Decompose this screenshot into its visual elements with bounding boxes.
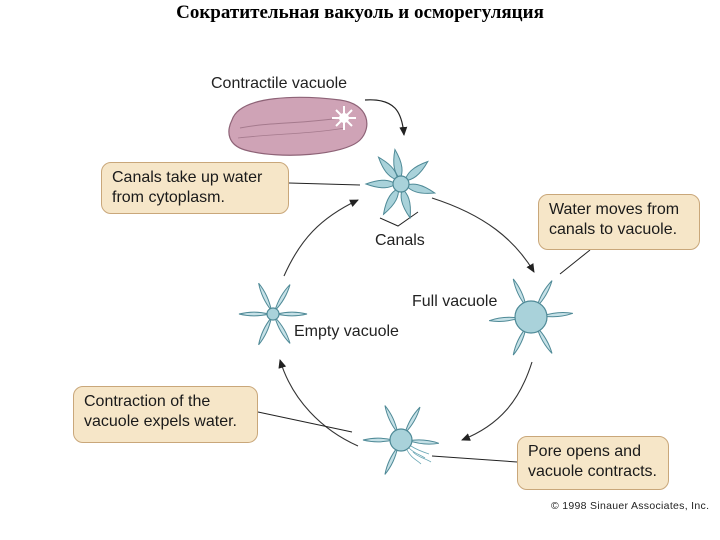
copyright-notice: © 1998 Sinauer Associates, Inc. <box>551 500 710 512</box>
page-title: Сократительная вакуоль и осморегуляция <box>176 2 544 23</box>
paramecium-organism <box>228 96 368 156</box>
label-contractile-vacuole: Contractile vacuole <box>211 75 348 92</box>
canals-pointer <box>379 211 419 227</box>
pointer-contraction <box>257 411 353 433</box>
label-full-vacuole: Full vacuole <box>412 293 498 310</box>
callout-pore-opens: Pore opens and vacuole contracts. <box>517 436 669 490</box>
callout-water-moves: Water moves from canals to vacuole. <box>538 194 700 250</box>
cycle-arrow-top-left <box>283 199 359 277</box>
label-empty-vacuole: Empty vacuole <box>294 323 399 340</box>
pointer-canals <box>288 182 361 186</box>
vacuole-empty <box>238 281 308 347</box>
callout-canals-take-up-water: Canals take up water from cytoplasm. <box>101 162 289 214</box>
organism-vacuole-star-icon <box>332 106 356 130</box>
pointer-arrow <box>364 99 408 136</box>
pointer-pore <box>431 455 518 463</box>
expelled-water-icon <box>406 445 432 465</box>
pointer-water <box>559 249 591 275</box>
cycle-arrow-bottom-right <box>461 361 533 441</box>
vacuole-contracting <box>362 404 440 476</box>
cycle-arrow-top-right <box>431 197 535 273</box>
callout-contraction-expels-water: Contraction of the vacuole expels water. <box>73 386 258 443</box>
vacuole-full <box>488 277 574 357</box>
cycle-arrow-bottom-left <box>278 359 359 447</box>
label-canals: Canals <box>375 232 425 249</box>
vacuole-canals-filling <box>365 148 437 220</box>
